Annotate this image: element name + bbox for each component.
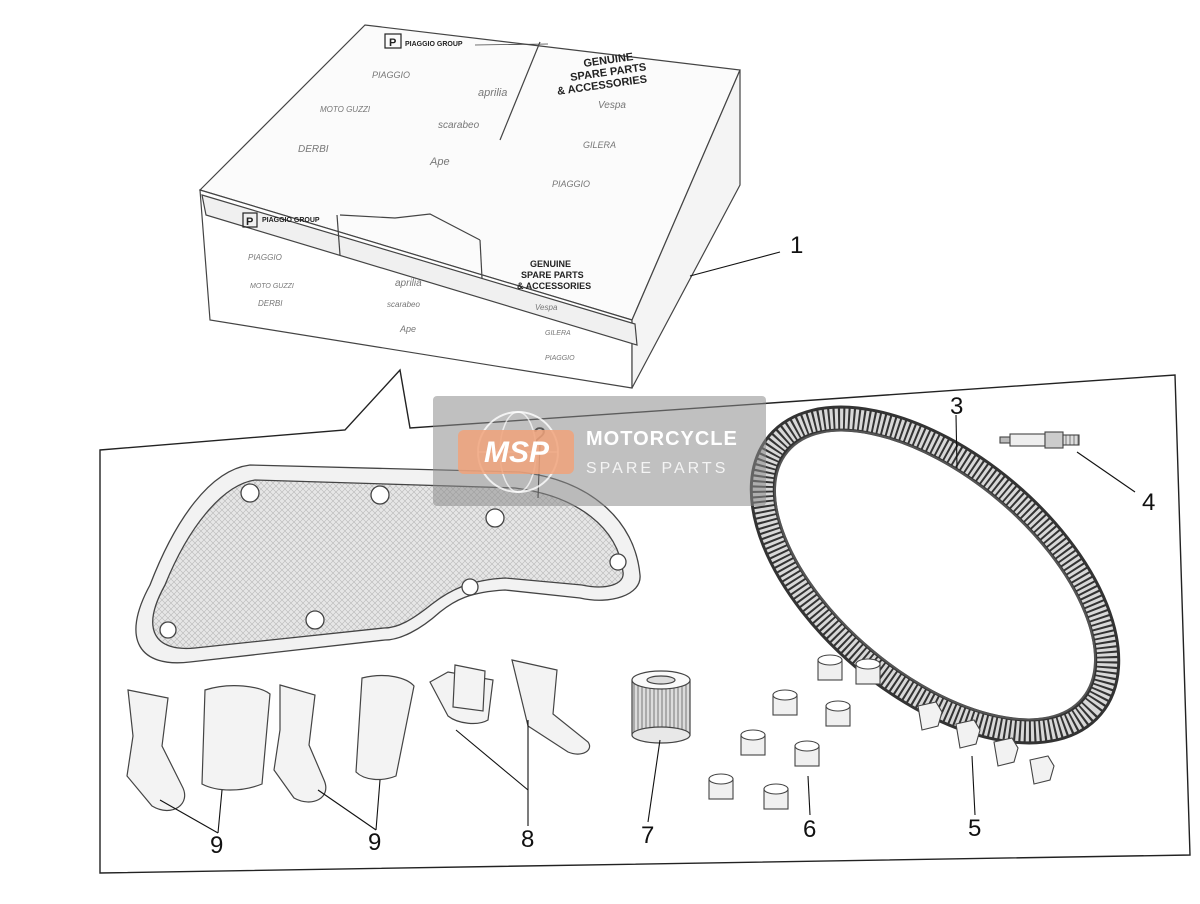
callout-3: 3 <box>950 393 963 420</box>
callout-1: 1 <box>790 232 803 259</box>
box-front-heading: GENUINE SPARE PARTS & ACCESSORIES <box>517 259 591 291</box>
svg-text:& ACCESSORIES: & ACCESSORIES <box>517 281 591 291</box>
box-front-group-logo: P PIAGGIO GROUP <box>242 212 320 228</box>
callout-4: 4 <box>1142 489 1155 516</box>
svg-text:P: P <box>389 37 396 49</box>
brake-pads-front <box>126 674 415 811</box>
leader-lines <box>159 251 1136 834</box>
roller-weights <box>708 654 881 810</box>
callout-7: 7 <box>641 822 654 849</box>
svg-text:aprilia: aprilia <box>478 87 507 99</box>
svg-text:P: P <box>246 216 253 228</box>
callout-9a: 9 <box>210 832 223 859</box>
svg-text:Vespa: Vespa <box>598 100 626 111</box>
watermark-title: MOTORCYCLE <box>586 428 738 450</box>
svg-text:DERBI: DERBI <box>298 144 329 155</box>
kit-frame <box>99 368 1191 874</box>
svg-text:MOTO GUZZI: MOTO GUZZI <box>250 283 294 290</box>
svg-text:Ape: Ape <box>429 156 450 168</box>
variator-sliders <box>917 701 1055 785</box>
watermark-panel <box>433 396 766 506</box>
box-top-brands: PIAGGIO aprilia Vespa MOTO GUZZI scarabe… <box>298 70 626 189</box>
box-front-brands: PIAGGIO MOTO GUZZI DERBI aprilia scarabe… <box>248 253 575 362</box>
svg-text:SPARE PARTS: SPARE PARTS <box>521 270 584 280</box>
watermark-logo: MSP <box>484 436 550 469</box>
oil-filter <box>631 670 691 744</box>
svg-text:GENUINE: GENUINE <box>530 259 571 269</box>
watermark-logo-badge <box>458 430 574 474</box>
brake-pads-rear <box>429 659 591 755</box>
callout-8: 8 <box>521 826 534 853</box>
svg-text:Vespa: Vespa <box>535 303 558 312</box>
callout-6: 6 <box>803 816 816 843</box>
callout-9b: 9 <box>368 829 381 856</box>
svg-text:PIAGGIO: PIAGGIO <box>248 253 282 262</box>
box-top-group-logo: P PIAGGIO GROUP <box>384 33 463 49</box>
spare-parts-box <box>198 24 741 389</box>
watermark-subtitle: SPARE PARTS <box>586 460 728 477</box>
svg-text:aprilia: aprilia <box>395 278 422 289</box>
svg-text:scarabeo: scarabeo <box>387 300 420 309</box>
svg-text:GILERA: GILERA <box>583 140 616 150</box>
callout-5: 5 <box>968 815 981 842</box>
watermark: MSP MOTORCYCLE SPARE PARTS <box>433 396 766 506</box>
svg-text:Ape: Ape <box>399 324 416 334</box>
svg-text:PIAGGIO: PIAGGIO <box>545 355 575 362</box>
svg-text:GILERA: GILERA <box>545 330 571 337</box>
svg-text:PIAGGIO: PIAGGIO <box>552 179 590 189</box>
svg-text:MOTO GUZZI: MOTO GUZZI <box>320 105 371 114</box>
spark-plug <box>999 431 1080 449</box>
box-top-group-text: PIAGGIO GROUP <box>405 41 463 48</box>
svg-text:scarabeo: scarabeo <box>438 120 480 131</box>
svg-text:DERBI: DERBI <box>258 299 283 308</box>
svg-text:PIAGGIO: PIAGGIO <box>372 70 410 80</box>
air-filter <box>135 464 641 664</box>
box-front-group-text: PIAGGIO GROUP <box>262 217 320 224</box>
